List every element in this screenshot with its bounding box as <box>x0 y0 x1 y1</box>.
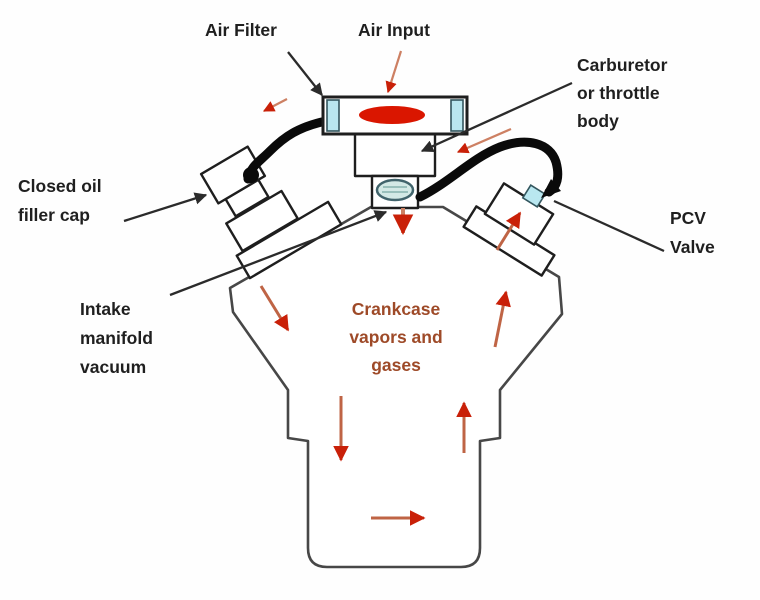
pcv-valve-up-arrow <box>495 211 522 251</box>
pcv-hose-flow-arrow <box>456 127 512 154</box>
air-input-arrow <box>385 50 403 94</box>
oil-filler-cap-label-line2: filler cap <box>18 205 90 225</box>
carburetor-label-line3: body <box>577 111 619 131</box>
carburetor-body <box>353 132 437 178</box>
pcv-hose-arrowhead <box>541 179 561 198</box>
engine-block-outline <box>228 205 564 569</box>
oil-filler-cap-pointer <box>123 192 208 223</box>
crankcase-label-line2: vapors and <box>349 327 442 347</box>
pcv-valve-port <box>521 184 547 208</box>
hose-end-fitting <box>243 167 259 183</box>
pcv-valve-label-line1: PCV <box>670 208 706 228</box>
crankcase-label-line1: Crankcase <box>352 299 441 319</box>
pcv-valve-label-line2: Valve <box>670 237 715 257</box>
pcv-valve-pointer <box>553 199 665 253</box>
air-filter-element-right <box>450 99 464 132</box>
air-input-label: Air Input <box>358 20 430 40</box>
intake-manifold-label-line1: Intake <box>80 299 131 319</box>
filter-hose-flow-arrow <box>262 98 288 112</box>
carburetor-label-line1: Carburetor <box>577 55 668 75</box>
crankcase-label-line3: gases <box>371 355 421 375</box>
carburetor-label-line2: or throttle <box>577 83 660 103</box>
intake-manifold-pointer <box>169 210 388 297</box>
air-filter-element-left <box>326 99 340 132</box>
air-intake-opening <box>359 106 425 124</box>
oil-filler-cap-label-line1: Closed oil <box>18 176 102 196</box>
pcv-to-carb-hose <box>415 137 563 202</box>
carburetor-pointer <box>420 81 573 153</box>
crankcase-right-up-arrow <box>493 290 511 348</box>
crankcase-left-shoulder-arrow <box>259 285 290 332</box>
throttle-plate <box>375 178 415 202</box>
air-filter-label: Air Filter <box>205 20 277 40</box>
air-filter-pointer <box>287 51 323 96</box>
air-filter-unit <box>321 95 469 136</box>
intake-manifold-label-line2: manifold <box>80 328 153 348</box>
intake-manifold-label-line3: vacuum <box>80 357 146 377</box>
oil-filler-base <box>225 189 299 253</box>
